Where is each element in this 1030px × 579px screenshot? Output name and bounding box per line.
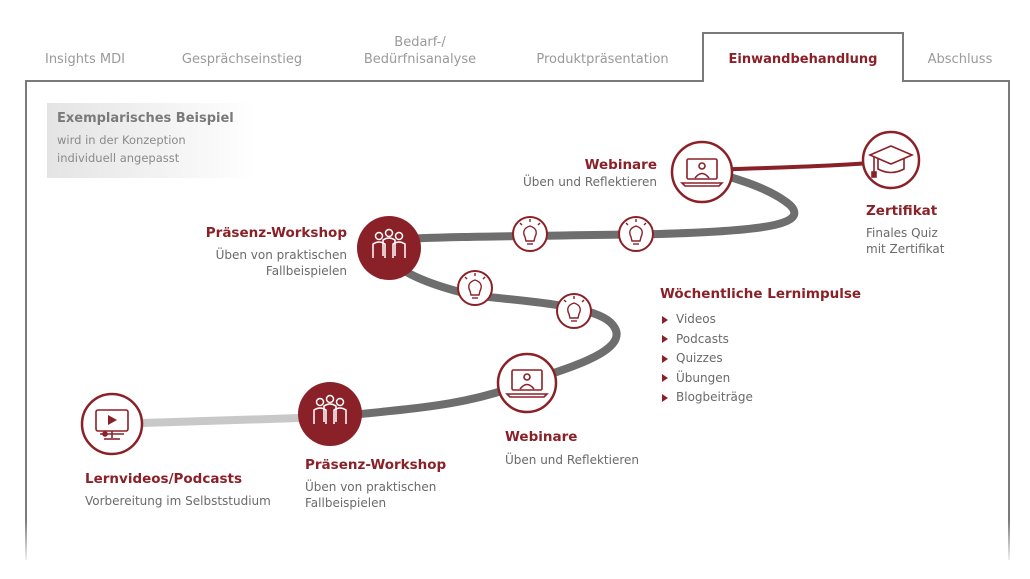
- group-icon: [372, 228, 406, 258]
- active-tab-outline: [702, 32, 904, 82]
- praesenz-2-sub2: Fallbeispielen: [265, 264, 347, 278]
- bullet-triangle-icon: [662, 374, 668, 382]
- praesenz-1-title: Präsenz-Workshop: [305, 457, 447, 473]
- zertifikat-sub1: Finales Quiz: [866, 226, 938, 240]
- bullet-triangle-icon: [662, 354, 668, 363]
- list-item: Podcasts: [662, 330, 753, 350]
- lightbulb-icon: [464, 273, 486, 299]
- list-item: Quizzes: [662, 349, 753, 369]
- lernimpulse-list: Videos Podcasts Quizzes Übungen Blogbeit…: [662, 310, 753, 408]
- video-monitor-icon: [95, 409, 129, 440]
- node-zertifikat: [861, 130, 921, 190]
- frame-gap: [704, 79, 902, 83]
- lightbulb-icon: [519, 219, 541, 245]
- lightbulb-icon: [625, 219, 647, 245]
- tab-insights-mdi[interactable]: Insights MDI: [44, 52, 125, 67]
- tab-gespraechseinstieg[interactable]: Gesprächseinstieg: [181, 52, 303, 67]
- graduation-cap-icon: [867, 145, 915, 178]
- praesenz-2-sub1: Üben von praktischen: [215, 248, 347, 262]
- bullet-triangle-icon: [662, 393, 668, 402]
- praesenz-1-sub1: Üben von praktischen: [305, 480, 437, 494]
- content-frame: [25, 80, 1010, 560]
- laptop-presenter-icon: [680, 158, 724, 187]
- group-icon: [313, 394, 347, 424]
- webinare-1-title: Webinare: [505, 429, 578, 445]
- lightbulb-node-3: [512, 216, 548, 252]
- tab-abschluss[interactable]: Abschluss: [927, 52, 993, 67]
- lightbulb-node-1: [457, 270, 493, 306]
- lightbulb-node-4: [618, 216, 654, 252]
- list-item: Blogbeiträge: [662, 388, 753, 408]
- lernimpulse-title: Wöchentliche Lernimpulse: [660, 286, 862, 302]
- tab-einwandbehandlung[interactable]: Einwandbehandlung: [728, 52, 878, 67]
- bottom-fade: [25, 520, 1010, 565]
- note-line-2: individuell angepasst: [57, 151, 180, 165]
- example-note: Exemplarisches Beispiel wird in der Konz…: [47, 103, 257, 178]
- node-lernvideos: [80, 392, 144, 456]
- praesenz-1-sub2: Fallbeispielen: [305, 496, 387, 510]
- webinare-2-sub: Üben und Reflektieren: [523, 175, 657, 189]
- node-webinare-1: [496, 352, 558, 414]
- praesenz-2-title: Präsenz-Workshop: [205, 225, 347, 241]
- lightbulb-node-2: [556, 293, 592, 329]
- bullet-triangle-icon: [662, 335, 668, 343]
- lernvideos-sub: Vorbereitung im Selbststudium: [85, 494, 271, 508]
- tab-produktpraesentation[interactable]: Produktpräsentation: [536, 52, 669, 67]
- path-segment-start: [108, 413, 334, 428]
- tab-bedarfsanalyse-line2: Bedürfnisanalyse: [363, 52, 477, 67]
- zertifikat-sub2: mit Zertifikat: [866, 242, 945, 256]
- webinare-2-title: Webinare: [584, 157, 657, 173]
- list-item: Videos: [662, 310, 753, 330]
- node-praesenz-2: [357, 216, 421, 280]
- bullet-triangle-icon: [662, 315, 668, 324]
- note-line-1: wird in der Konzeption: [57, 133, 186, 147]
- lightbulb-icon: [563, 296, 585, 322]
- tab-bedarfsanalyse[interactable]: Bedarf-/ Bedürfnisanalyse: [340, 34, 500, 68]
- lernvideos-title: Lernvideos/Podcasts: [85, 471, 242, 487]
- note-title: Exemplarisches Beispiel: [57, 111, 234, 126]
- webinare-1-sub: Üben und Reflektieren: [505, 453, 639, 467]
- zertifikat-title: Zertifikat: [866, 203, 938, 219]
- node-praesenz-1: [298, 382, 362, 446]
- node-webinare-2: [670, 140, 734, 204]
- tab-bar: Insights MDI Gesprächseinstieg Bedarf-/ …: [0, 0, 1030, 82]
- list-item: Übungen: [662, 369, 753, 389]
- tab-bedarfsanalyse-line1: Bedarf-/: [394, 35, 446, 50]
- laptop-presenter-icon: [505, 369, 549, 398]
